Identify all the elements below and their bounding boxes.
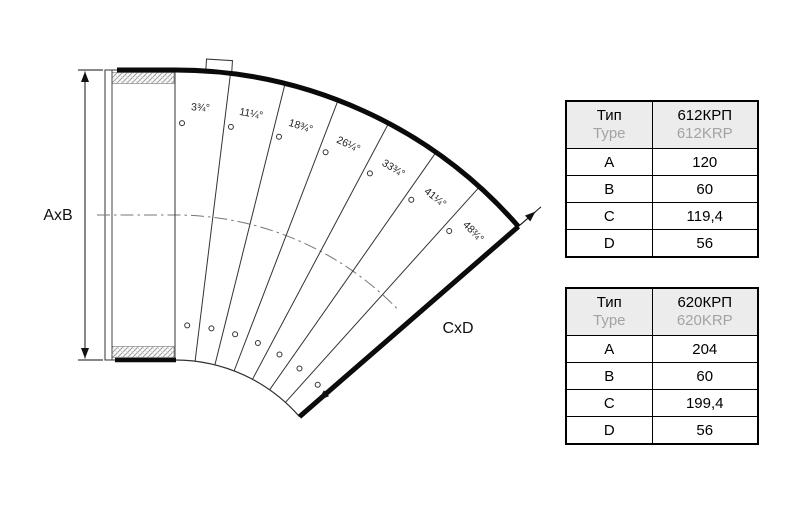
- value-cell: 204: [651, 335, 759, 363]
- table-row: C 199,4: [565, 389, 759, 417]
- value-cell: 119,4: [651, 202, 759, 230]
- segment-boundaries: [174, 70, 480, 403]
- type-label-ru: Тип: [596, 294, 622, 311]
- angle-label: 11¼°: [238, 106, 264, 122]
- value-cell: 56: [651, 416, 759, 445]
- table-row: A 204: [565, 335, 759, 363]
- outer-arc: [117, 67, 521, 229]
- type-label-ru: Тип: [596, 107, 622, 124]
- dimension-cxd-label: CxD: [442, 320, 473, 337]
- type-header-cell: Тип Type: [565, 100, 653, 149]
- table-row: D 56: [565, 229, 759, 258]
- param-cell: B: [565, 175, 653, 203]
- table-row: B 60: [565, 175, 759, 203]
- table-row: A 120: [565, 148, 759, 176]
- model-ru: 612КРП: [677, 107, 733, 124]
- model-header-cell: 620КРП 620KRP: [651, 287, 759, 336]
- param-cell: A: [565, 148, 653, 176]
- table-row: D 56: [565, 416, 759, 445]
- dimension-axb: [78, 69, 103, 361]
- model-ru: 620КРП: [677, 294, 733, 311]
- param-cell: C: [565, 202, 653, 230]
- angle-label: 48¾°: [460, 219, 486, 245]
- rivet-holes-inner: [184, 322, 321, 388]
- crimp-band-top: [111, 72, 175, 84]
- model-en: 612KRP: [676, 125, 733, 142]
- value-cell: 199,4: [651, 389, 759, 417]
- angle-label: 3¾°: [191, 101, 210, 114]
- table-header-row: Тип Type 612КРП 612KRP: [565, 100, 759, 149]
- param-cell: B: [565, 362, 653, 390]
- value-cell: 56: [651, 229, 759, 258]
- table-row: B 60: [565, 362, 759, 390]
- type-label-en: Type: [592, 125, 626, 142]
- dimension-cxd: [301, 206, 542, 416]
- inner-arc: [174, 359, 300, 418]
- angle-label: 41¼°: [422, 185, 449, 210]
- model-en: 620KRP: [676, 312, 733, 329]
- crimp-band-bottom: [111, 346, 175, 358]
- param-cell: C: [565, 389, 653, 417]
- param-cell: D: [565, 416, 653, 445]
- value-cell: 120: [651, 148, 759, 176]
- adjustable-elbow-diagram: 3¾° 11¼° 18¾° 26¼° 33¾° 41¼° 48¾° AxB Cx…: [43, 58, 542, 419]
- model-header-cell: 612КРП 612KRP: [651, 100, 759, 149]
- value-cell: 60: [651, 175, 759, 203]
- dimension-axb-label: AxB: [43, 207, 72, 224]
- angle-label: 18¾°: [287, 117, 314, 136]
- angle-label: 26¼°: [335, 134, 362, 155]
- value-cell: 60: [651, 362, 759, 390]
- table-row: C 119,4: [565, 202, 759, 230]
- type-header-cell: Тип Type: [565, 287, 653, 336]
- param-cell: D: [565, 229, 653, 258]
- type-label-en: Type: [592, 312, 626, 329]
- table-header-row: Тип Type 620КРП 620KRP: [565, 287, 759, 336]
- param-cell: A: [565, 335, 653, 363]
- spec-table-620krp: Тип Type 620КРП 620KRP A 204 B 60 C 199,…: [565, 287, 759, 445]
- spec-table-612krp: Тип Type 612КРП 612KRP A 120 B 60 C 119,…: [565, 100, 759, 258]
- angle-labels: 3¾° 11¼° 18¾° 26¼° 33¾° 41¼° 48¾°: [191, 101, 486, 245]
- angle-label: 33¾°: [380, 157, 407, 180]
